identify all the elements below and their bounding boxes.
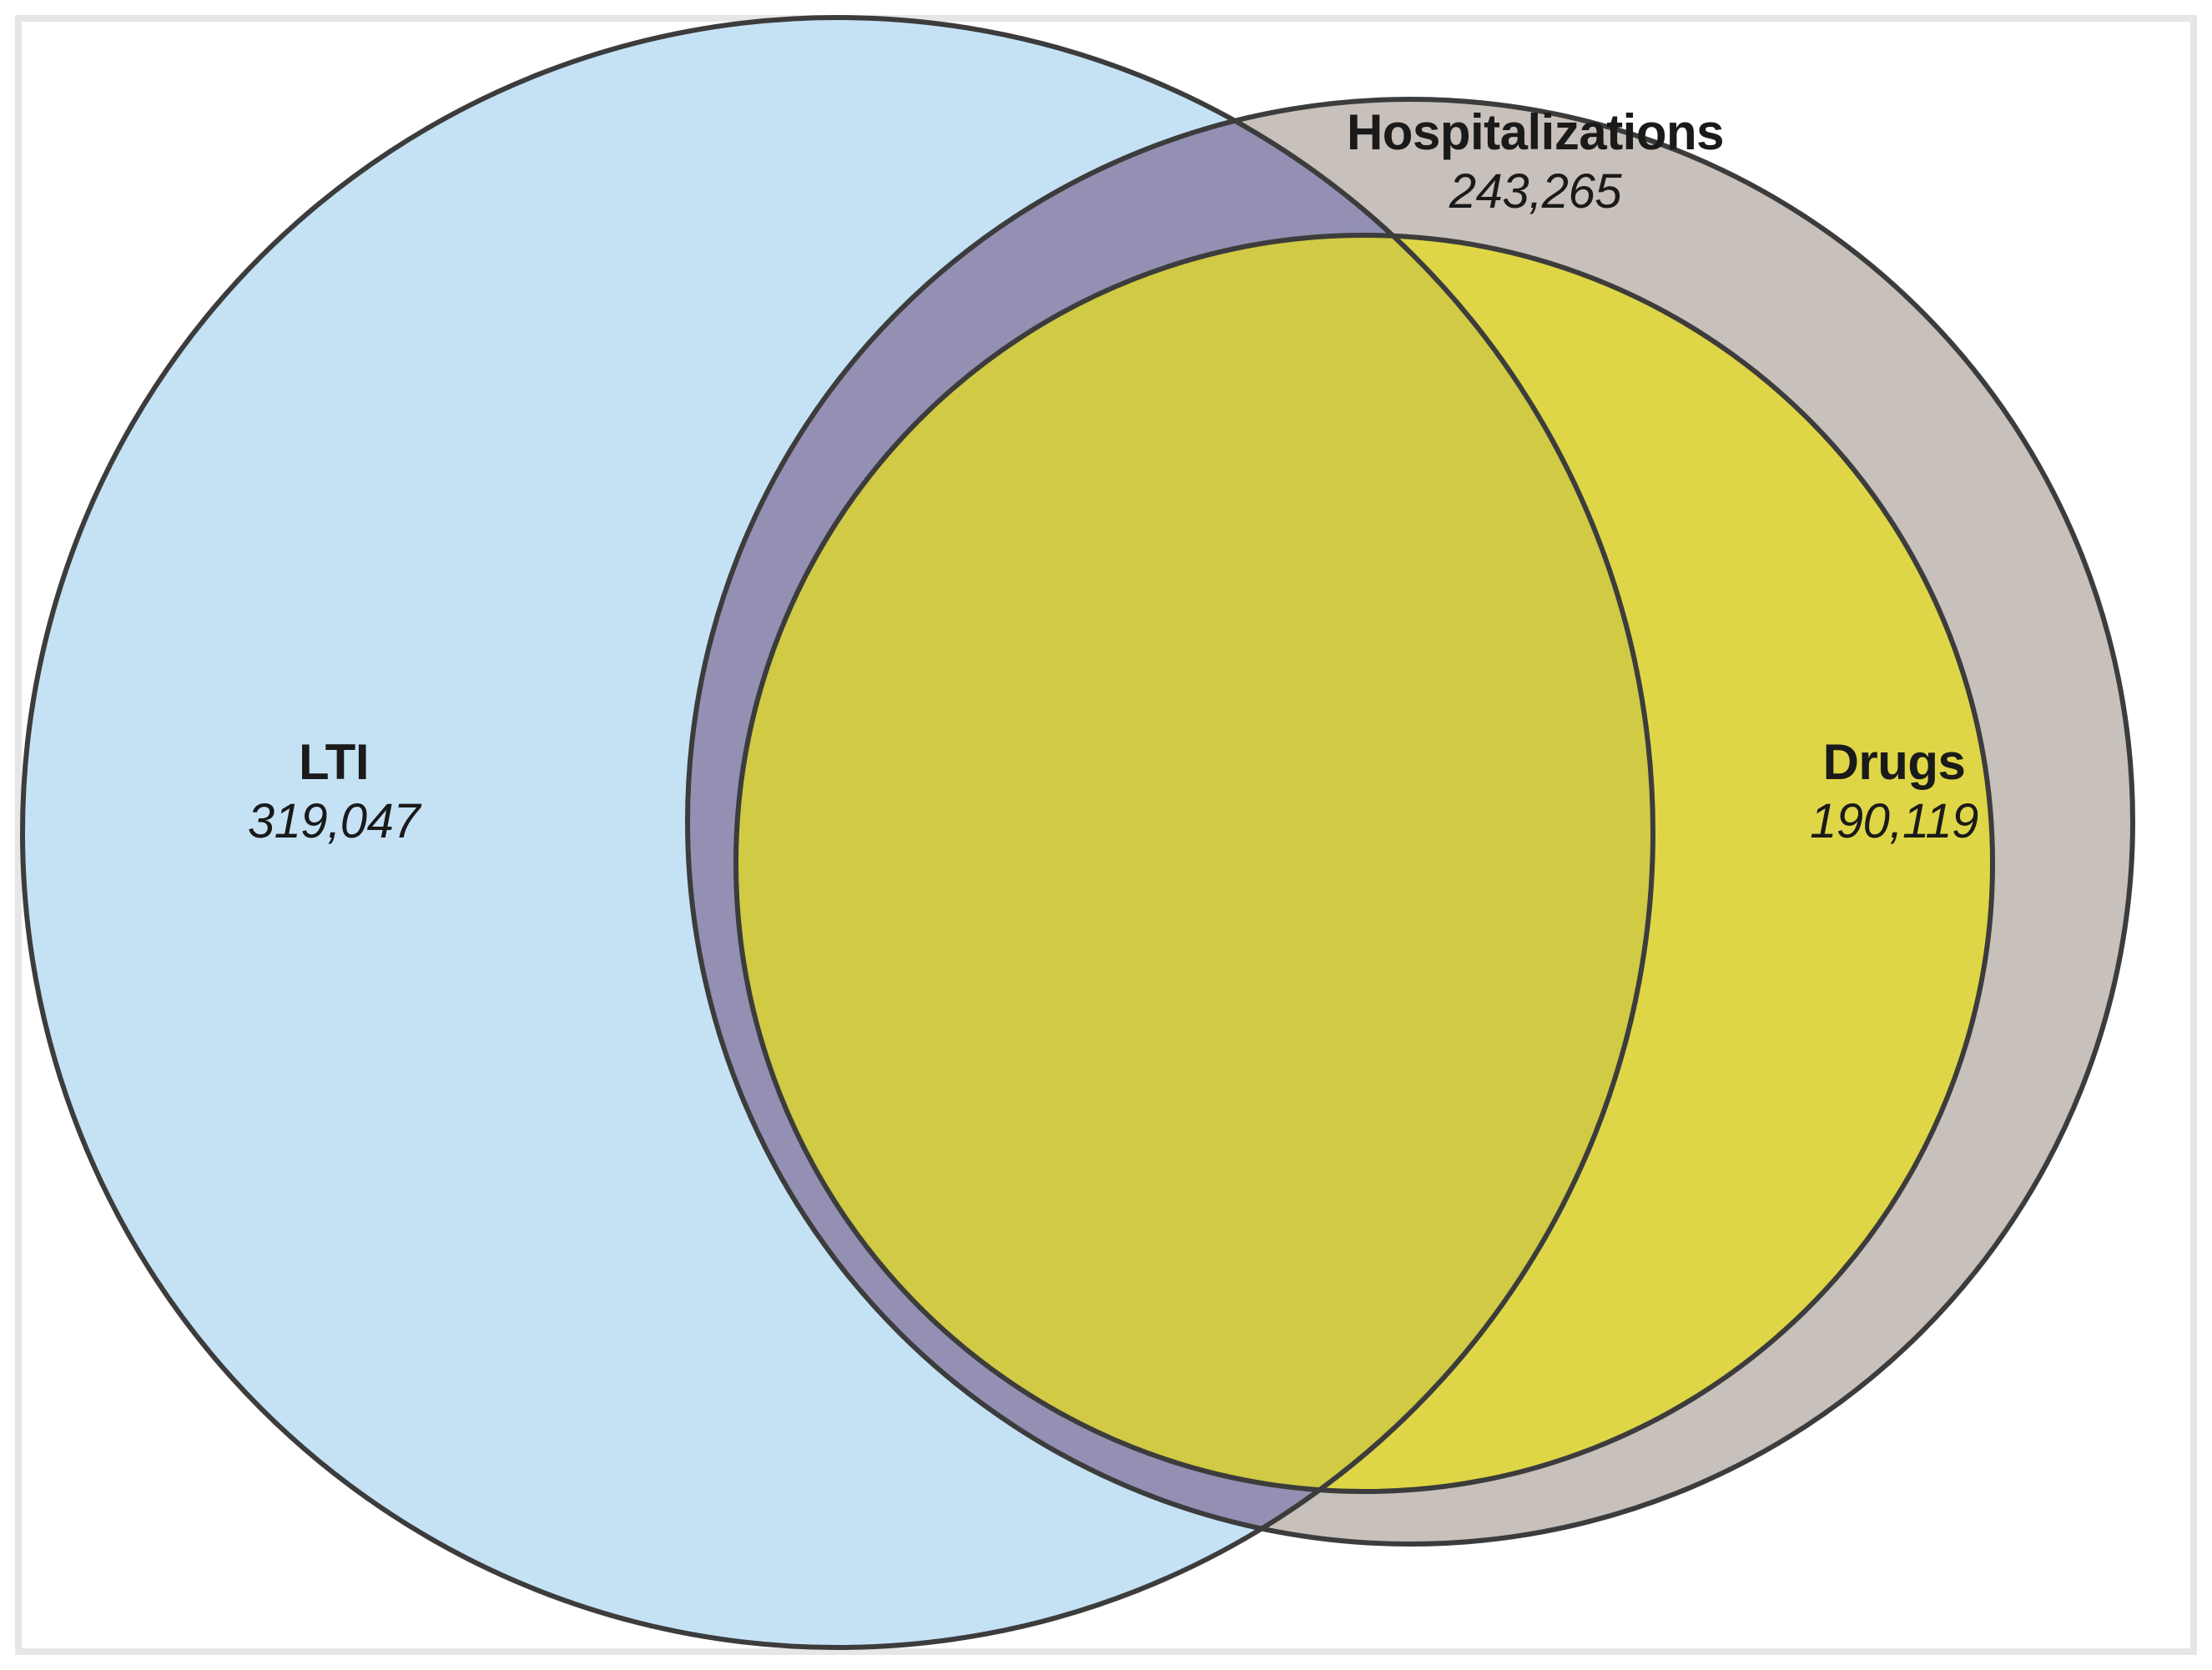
- hospitalizations-label: Hospitalizations 243,265: [1243, 104, 1827, 219]
- hospitalizations-label-value: 243,265: [1449, 164, 1622, 219]
- drugs-label-name: Drugs: [1822, 734, 1966, 790]
- lti-label-value: 319,047: [247, 794, 421, 849]
- hospitalizations-label-name: Hospitalizations: [1346, 104, 1725, 160]
- lti-label: LTI 319,047: [159, 734, 509, 849]
- lti-label-name: LTI: [298, 734, 370, 790]
- drugs-label: Drugs 190,119: [1719, 734, 2069, 849]
- drugs-label-value: 190,119: [1810, 794, 1978, 849]
